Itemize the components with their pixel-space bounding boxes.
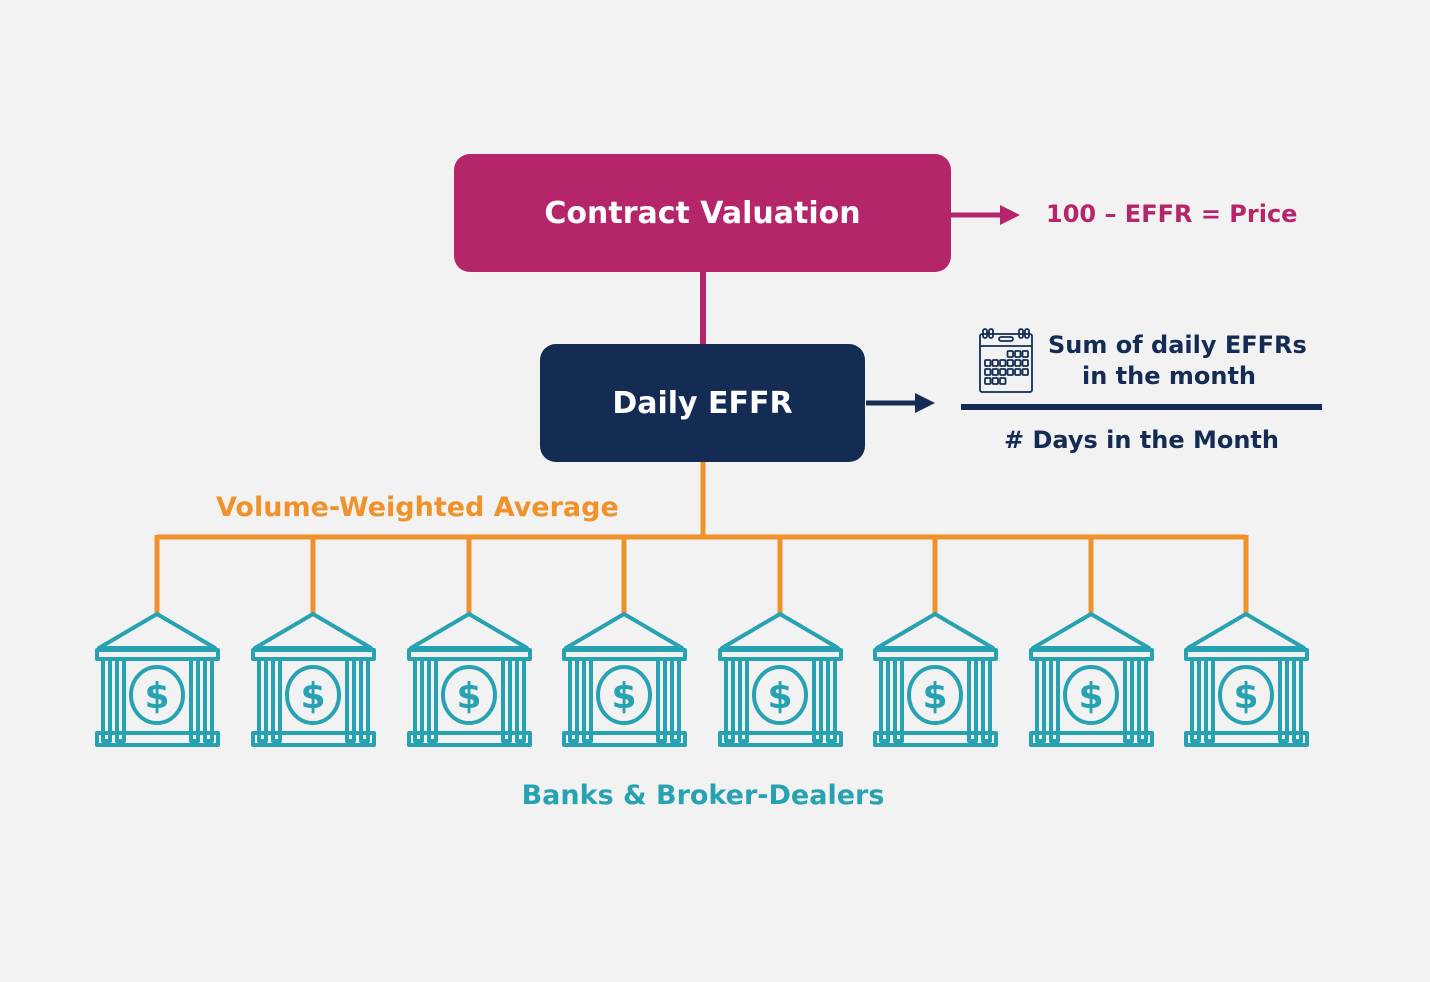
calendar-day-cell: [1014, 368, 1022, 376]
bank-icon: $: [1184, 612, 1309, 747]
bank-icon: $: [95, 612, 220, 747]
svg-text:$: $: [767, 676, 792, 717]
calendar-day-cell: [999, 368, 1007, 376]
bank-icon: $: [407, 612, 532, 747]
calendar-day-cell: [1006, 350, 1014, 358]
banks-label: Banks & Broker-Dealers: [521, 780, 885, 811]
calendar-day-cell: [984, 359, 992, 367]
calendar-day-cell: [1006, 359, 1014, 367]
svg-text:$: $: [300, 676, 325, 717]
fraction-denominator: # Days in the Month: [1003, 426, 1279, 454]
calendar-day-cell: [984, 368, 992, 376]
svg-text:$: $: [456, 676, 481, 717]
fraction-numerator-line2: in the month: [1082, 362, 1256, 390]
calendar-day-cell: [991, 368, 999, 376]
svg-text:$: $: [1233, 676, 1258, 717]
fraction-numerator-line1: Sum of daily EFFRs: [1048, 331, 1307, 359]
contract-valuation-label: Contract Valuation: [544, 195, 861, 231]
bank-icon: $: [1029, 612, 1154, 747]
bank-icon: $: [562, 612, 687, 747]
bank-icon: $: [873, 612, 998, 747]
daily-effr-label: Daily EFFR: [612, 385, 793, 421]
svg-text:$: $: [1078, 676, 1103, 717]
calendar-day-cell: [1006, 368, 1014, 376]
calendar-day-cell: [1021, 368, 1029, 376]
volume-weighted-average-label: Volume-Weighted Average: [216, 492, 619, 523]
calendar-day-cell: [1014, 359, 1022, 367]
svg-text:$: $: [922, 676, 947, 717]
daily-arrow-head: [915, 393, 935, 413]
calendar-day-cell: [999, 377, 1007, 385]
bank-icon: $: [718, 612, 843, 747]
contract-arrow-head: [1000, 205, 1020, 225]
price-formula: 100 – EFFR = Price: [1046, 200, 1298, 228]
calendar-day-cell: [1021, 359, 1029, 367]
svg-text:$: $: [144, 676, 169, 717]
daily-effr-box: Daily EFFR: [540, 344, 865, 462]
calendar-day-cell: [991, 377, 999, 385]
contract-valuation-box: Contract Valuation: [454, 154, 951, 272]
bank-icon: $: [251, 612, 376, 747]
calendar-day-cell: [984, 377, 992, 385]
calendar-icon: [979, 328, 1033, 393]
calendar-day-cell: [1014, 350, 1022, 358]
calendar-day-cell: [991, 359, 999, 367]
calendar-day-cell: [1021, 350, 1029, 358]
calendar-day-cell: [999, 359, 1007, 367]
svg-text:$: $: [611, 676, 636, 717]
